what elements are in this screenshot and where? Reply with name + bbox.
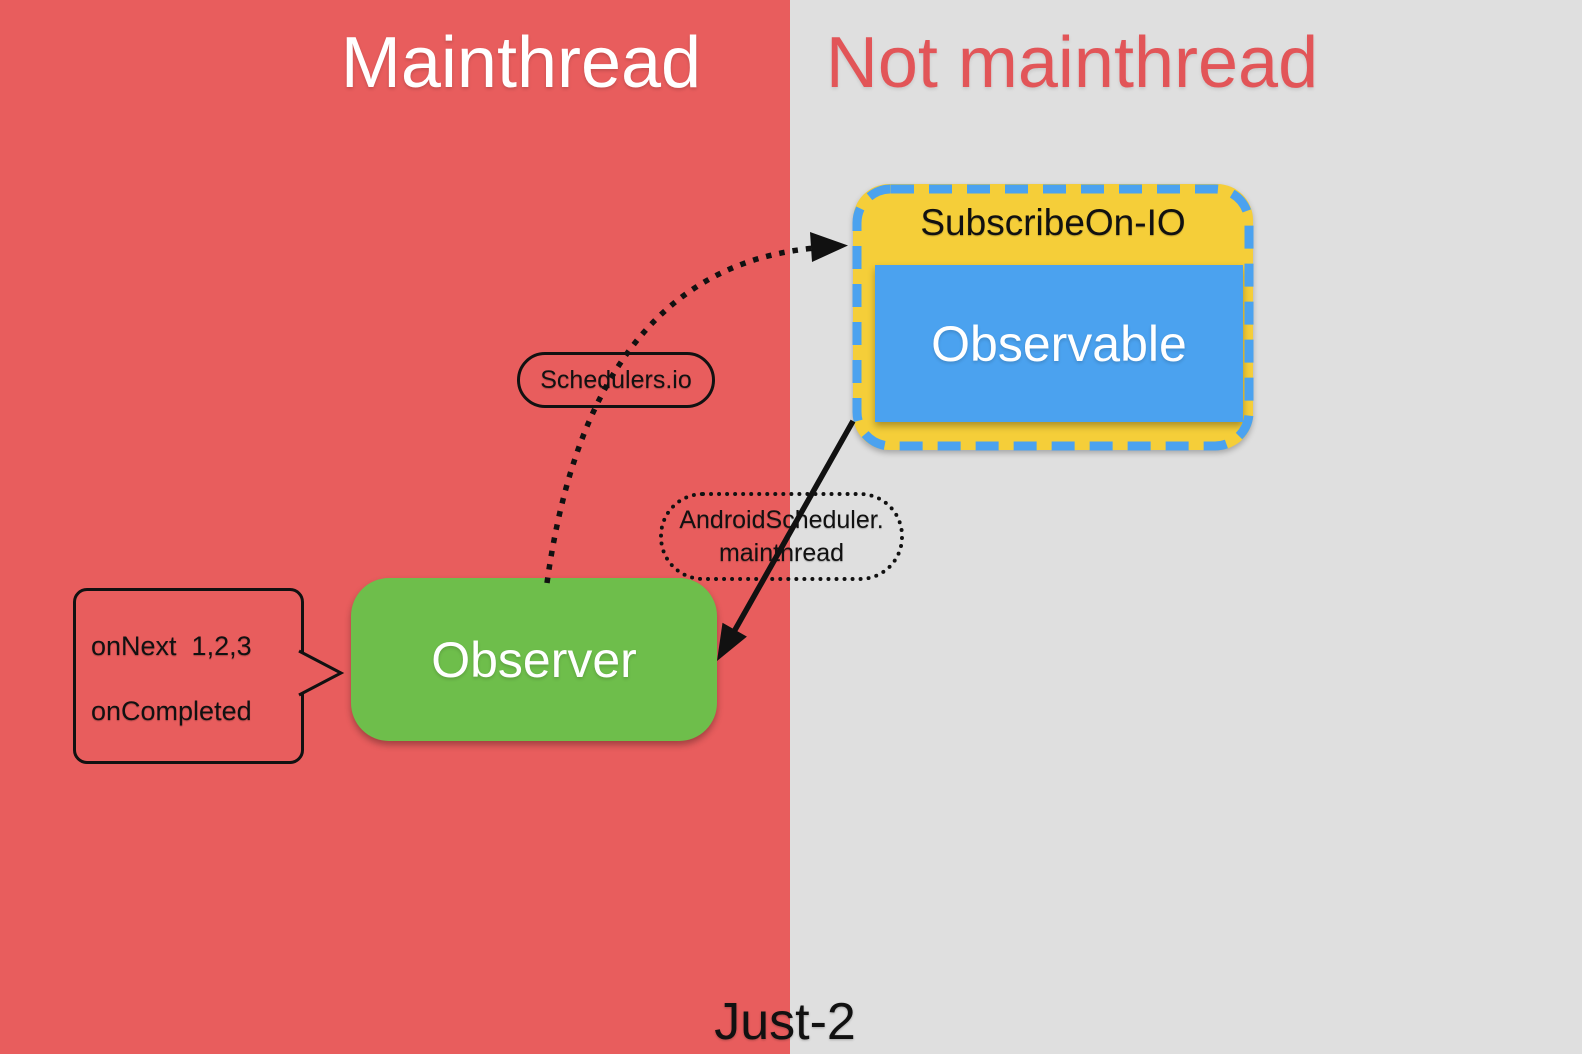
observable-label: Observable [931, 315, 1187, 372]
android-scheduler-label-line1: AndroidScheduler. [679, 506, 884, 534]
mainthread-title: Mainthread [340, 23, 702, 103]
schedulers-io-label: Schedulers.io [540, 365, 692, 394]
not-mainthread-region [790, 0, 1582, 1054]
callout-bubble: onNext 1,2,3 onCompleted [73, 588, 304, 764]
observer-label: Observer [431, 631, 637, 688]
subscribeon-io-group: SubscribeOn-IO Observable [853, 184, 1253, 450]
callout-onnext-text: onNext 1,2,3 [91, 631, 252, 661]
callout-oncompleted-text: onCompleted [91, 696, 252, 726]
caption-just-2: Just-2 [714, 993, 856, 1051]
subscribeon-io-label: SubscribeOn-IO [920, 202, 1186, 243]
schedulers-io-pill: Schedulers.io [517, 352, 715, 408]
not-mainthread-title: Not mainthread [825, 23, 1319, 103]
android-scheduler-label-line2: mainthread [718, 538, 845, 567]
observable-box: Observable [875, 265, 1243, 422]
observer-box: Observer [351, 578, 717, 741]
android-scheduler-pill: AndroidScheduler. mainthread [659, 492, 904, 581]
